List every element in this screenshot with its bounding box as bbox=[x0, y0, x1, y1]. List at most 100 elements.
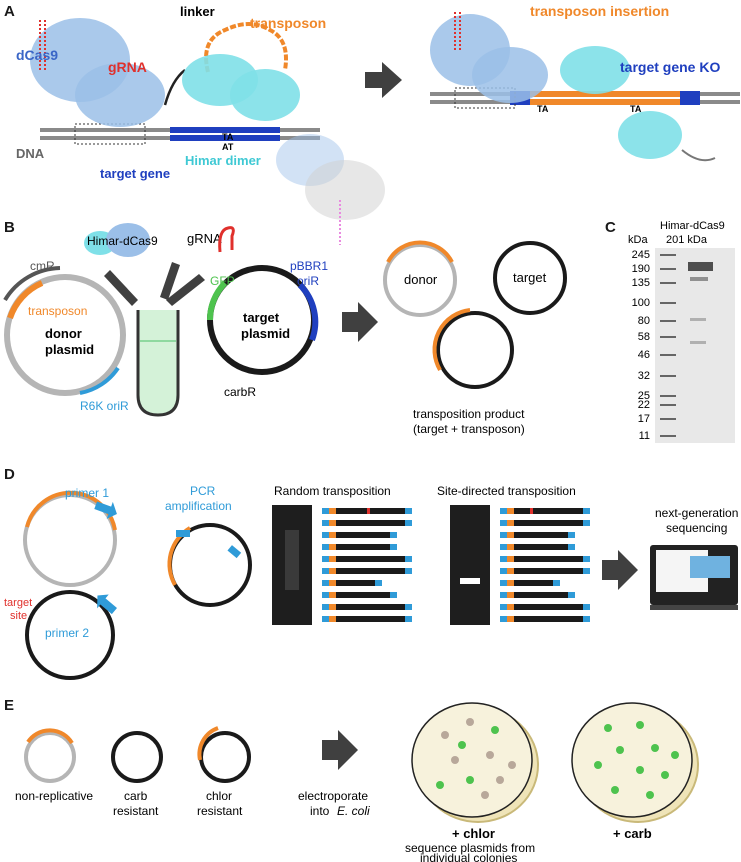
read-primer-left bbox=[500, 520, 507, 526]
gel-size-label: 201 kDa bbox=[666, 234, 708, 246]
panel-label-d: D bbox=[4, 466, 15, 483]
colony bbox=[436, 781, 444, 789]
colony bbox=[611, 786, 619, 794]
donor-product-transposon bbox=[386, 240, 454, 263]
read-primer-left bbox=[322, 568, 329, 574]
read-target-mark bbox=[367, 508, 370, 514]
target-circle-d bbox=[25, 590, 115, 680]
read-transposon bbox=[329, 556, 336, 562]
colony bbox=[441, 731, 449, 739]
read-bar bbox=[322, 616, 412, 622]
donor-plasmid-label-2: plasmid bbox=[45, 342, 94, 357]
read-bar bbox=[500, 520, 590, 526]
ladder-label: 80 bbox=[638, 315, 650, 327]
read-transposon bbox=[507, 592, 514, 598]
ladder-band bbox=[660, 375, 676, 377]
read-transposon bbox=[507, 556, 514, 562]
read-transposon bbox=[507, 508, 514, 514]
random-gel-smear bbox=[285, 530, 299, 590]
target-plasmid-label-2: plasmid bbox=[241, 326, 290, 341]
read-bar bbox=[500, 616, 590, 622]
grna-label: gRNA bbox=[108, 59, 147, 75]
colony bbox=[481, 791, 489, 799]
pcr-primer-2 bbox=[227, 545, 242, 559]
product-label-1: transposition product bbox=[413, 407, 525, 421]
read-bar bbox=[322, 604, 412, 610]
chlor-label-1: chlor bbox=[206, 789, 232, 803]
primer2-arrow bbox=[97, 594, 117, 615]
read-transposon bbox=[329, 568, 336, 574]
read-bar bbox=[500, 604, 590, 610]
transposon-insertion-label: transposon insertion bbox=[530, 3, 669, 19]
colony bbox=[496, 776, 504, 784]
target-gene-ko-label: target gene KO bbox=[620, 59, 720, 75]
target-plasmid-label-1: target bbox=[243, 310, 280, 325]
carb-colonies bbox=[594, 721, 679, 799]
read-transposon bbox=[507, 520, 514, 526]
colony bbox=[508, 761, 516, 769]
read-primer-left bbox=[500, 556, 507, 562]
ladder-label: 32 bbox=[638, 370, 650, 382]
read-bar bbox=[500, 556, 590, 562]
himar-dcas9-label: Himar-dCas9 bbox=[87, 234, 158, 248]
gfp-label: GFP bbox=[210, 274, 235, 288]
read-transposon bbox=[507, 568, 514, 574]
carbr-label: carbR bbox=[224, 385, 256, 399]
read-target-mark bbox=[530, 508, 533, 514]
random-label: Random transposition bbox=[274, 484, 391, 498]
chlor-colonies bbox=[436, 718, 516, 799]
dcas9-small bbox=[106, 223, 150, 257]
ladder-label: 17 bbox=[638, 413, 650, 425]
read-transposon bbox=[329, 604, 336, 610]
read-bar bbox=[500, 532, 575, 538]
colony bbox=[636, 721, 644, 729]
read-primer-right bbox=[568, 544, 575, 550]
read-primer-right bbox=[390, 532, 397, 538]
colony bbox=[466, 718, 474, 726]
arrow-e bbox=[322, 730, 358, 770]
read-primer-right bbox=[583, 604, 590, 610]
read-primer-left bbox=[500, 580, 507, 586]
colony bbox=[451, 756, 459, 764]
carb-plate bbox=[571, 702, 693, 818]
read-bar bbox=[322, 568, 412, 574]
read-primer-left bbox=[322, 532, 329, 538]
faded-complex bbox=[305, 160, 385, 220]
transposition-product-circle bbox=[436, 311, 514, 389]
colony bbox=[651, 744, 659, 752]
read-primer-left bbox=[500, 568, 507, 574]
random-reads bbox=[322, 508, 412, 622]
panel-label-e: E bbox=[4, 697, 14, 714]
target-product-circle bbox=[493, 241, 567, 315]
read-transposon bbox=[329, 544, 336, 550]
pbbr1-label-1: pBBR1 bbox=[290, 259, 328, 273]
read-primer-left bbox=[322, 616, 329, 622]
read-bar bbox=[322, 520, 412, 526]
dna-strand-left bbox=[40, 123, 320, 145]
himar-right-1 bbox=[560, 46, 630, 94]
nonrep-label: non-replicative bbox=[15, 789, 93, 803]
read-primer-left bbox=[322, 556, 329, 562]
himar-right-2 bbox=[618, 111, 682, 159]
sequence-label-2: individual colonies bbox=[420, 851, 517, 862]
ladder-label: 100 bbox=[632, 297, 650, 309]
arrow-d bbox=[602, 550, 638, 590]
pcr-label-2: amplification bbox=[165, 499, 232, 513]
read-primer-right bbox=[568, 592, 575, 598]
read-primer-right bbox=[583, 520, 590, 526]
gel-protein-label: Himar-dCas9 bbox=[660, 220, 725, 232]
read-transposon bbox=[507, 544, 514, 550]
arrow-a bbox=[365, 62, 402, 98]
read-primer-right bbox=[583, 568, 590, 574]
dna-label: DNA bbox=[16, 146, 45, 161]
ladder-band bbox=[660, 336, 676, 338]
cmr-arc bbox=[3, 266, 61, 302]
gel-band-2 bbox=[690, 277, 708, 281]
transposon-label-b: transposon bbox=[28, 304, 87, 318]
pbbr1-label-2: oriR bbox=[297, 274, 319, 288]
carb-label-2: resistant bbox=[113, 804, 159, 818]
ngs-label-2: sequencing bbox=[666, 521, 727, 535]
primer2-label: primer 2 bbox=[45, 626, 89, 640]
read-transposon bbox=[329, 532, 336, 538]
